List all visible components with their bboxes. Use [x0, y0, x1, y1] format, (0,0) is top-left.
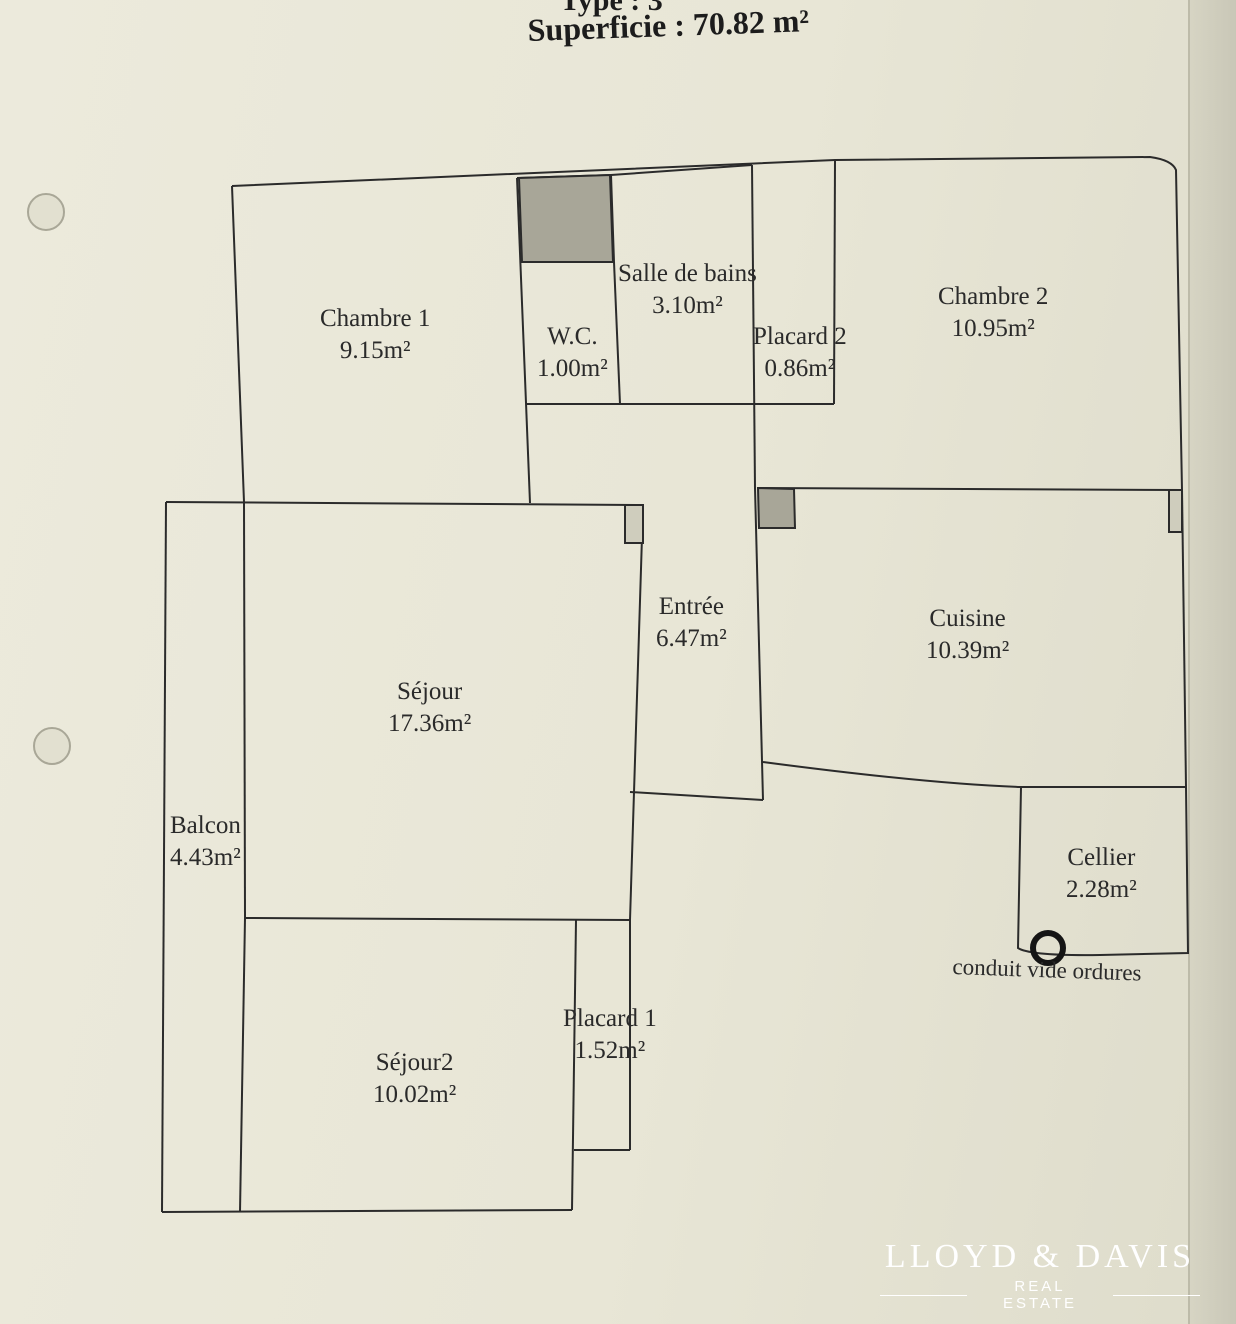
room-placard1: Placard 1 1.52m² [563, 1003, 657, 1067]
room-chambre1: Chambre 1 9.15m² [320, 303, 430, 367]
room-cellier: Cellier 2.28m² [1066, 842, 1137, 906]
brand-tagline-row: REAL ESTATE [880, 1278, 1200, 1312]
room-sejour2-area: 10.02m² [373, 1081, 457, 1108]
room-salle-de-bains: Salle de bains 3.10m² [618, 258, 757, 322]
room-wc: W.C. 1.00m² [537, 321, 608, 385]
wall-placard2-left [751, 164, 756, 489]
room-entree-name: Entrée [658, 593, 724, 620]
room-sejour: Séjour 17.36m² [388, 676, 471, 740]
page-edge-line [1188, 0, 1190, 1324]
room-placard2: Placard 2 0.86m² [753, 321, 847, 385]
room-salle-de-bains-area: 3.10m² [652, 292, 723, 319]
wall-sejour2-right [571, 919, 577, 1211]
room-chambre2-area: 10.95m² [951, 315, 1035, 342]
room-chambre2: Chambre 2 10.95m² [938, 281, 1048, 345]
wall-sejour-top [165, 501, 644, 506]
page-edge [1188, 0, 1236, 1324]
brand-watermark: LLOYD & DAVIS REAL ESTATE [880, 1238, 1200, 1312]
punch-hole-bottom [33, 727, 71, 765]
wall-wc-sdb [613, 261, 621, 405]
plan-type-line: Type : 3 [560, 0, 663, 17]
room-sejour2: Séjour2 10.02m² [373, 1047, 456, 1111]
room-cuisine-name: Cuisine [929, 605, 1006, 632]
brand-name: LLOYD & DAVIS [884, 1238, 1196, 1275]
duct-sejour-corner [624, 504, 644, 544]
wall-balcon-outer [161, 501, 167, 1213]
room-placard1-area: 1.52m² [574, 1037, 646, 1064]
room-entree: Entrée 6.47m² [656, 591, 727, 655]
wall-sejour-right [629, 504, 644, 921]
wall-sejour-bottom [244, 917, 631, 921]
room-balcon: Balcon 4.43m² [170, 810, 241, 874]
room-sejour-area: 17.36m² [388, 710, 472, 737]
duct-wc [517, 173, 615, 263]
room-cuisine: Cuisine 10.39m² [926, 603, 1009, 667]
wall-cellier [1016, 786, 1190, 957]
room-cellier-name: Cellier [1067, 844, 1136, 871]
room-placard1-name: Placard 1 [563, 1005, 657, 1032]
chute-circle-icon [1030, 930, 1066, 966]
room-cuisine-area: 10.39m² [926, 637, 1010, 664]
room-wc-area: 1.00m² [537, 355, 608, 382]
wall-entree-bottom [629, 791, 764, 801]
wall-entree-right [754, 487, 764, 801]
punch-hole-top [27, 193, 65, 231]
brand-divider-left [880, 1294, 967, 1296]
room-chambre2-name: Chambre 2 [938, 283, 1049, 310]
room-sejour2-name: Séjour2 [375, 1049, 454, 1076]
room-balcon-area: 4.43m² [170, 844, 241, 871]
room-chambre1-name: Chambre 1 [320, 305, 431, 332]
wall-chambre1-right [516, 177, 531, 504]
room-wc-name: W.C. [547, 323, 598, 350]
wall-balcon-inner [239, 917, 246, 1213]
wall-chambre1-left [231, 185, 245, 503]
room-placard2-name: Placard 2 [753, 323, 847, 350]
wall-cuisine-right [1181, 489, 1187, 788]
room-salle-de-bains-name: Salle de bains [618, 260, 757, 287]
wall-top [231, 155, 1183, 491]
wall-placard2-right [833, 159, 836, 405]
duct-cuisine-corner [1168, 489, 1183, 533]
room-entree-area: 6.47m² [656, 625, 727, 652]
wall-cuisine-top [757, 487, 1183, 491]
room-balcon-name: Balcon [170, 812, 241, 839]
wall-sejour-left [243, 501, 246, 919]
wall-sdb-right [610, 164, 753, 176]
brand-tagline: REAL ESTATE [1002, 1278, 1078, 1312]
room-chambre1-area: 9.15m² [339, 337, 411, 364]
wall-cuisine-bottom [762, 761, 1186, 788]
room-cellier-area: 2.28m² [1066, 876, 1137, 903]
wall-sejour2-bottom [161, 1209, 573, 1213]
duct-entree [756, 486, 797, 529]
brand-divider-right [1113, 1294, 1200, 1296]
room-sejour-name: Séjour [396, 678, 463, 705]
room-placard2-area: 0.86m² [764, 355, 836, 382]
